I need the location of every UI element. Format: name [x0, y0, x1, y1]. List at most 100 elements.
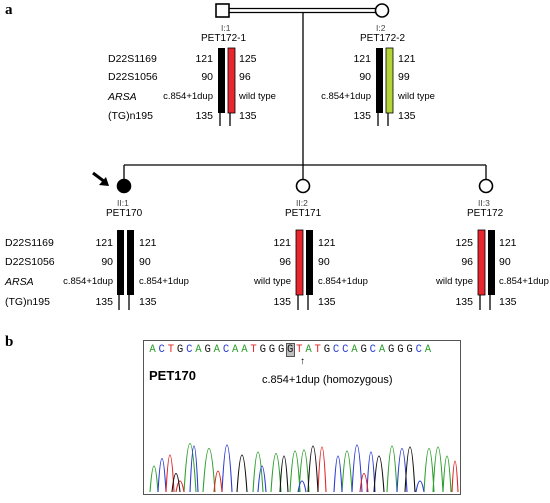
- base-call: A: [232, 344, 239, 356]
- mother-chromosome-green: [385, 47, 394, 114]
- base-call: G: [268, 344, 276, 356]
- base-call: G: [259, 344, 267, 356]
- father-right-value: 135: [239, 110, 257, 122]
- base-call: G: [323, 344, 331, 356]
- base-call: A: [424, 344, 432, 356]
- child3-left-value: wild type: [436, 276, 473, 287]
- child2-right-value: c.854+1dup: [318, 276, 368, 287]
- child3-right-value: c.854+1dup: [499, 276, 549, 287]
- child1-left-value: 135: [95, 296, 113, 308]
- base-call: A: [149, 344, 156, 356]
- mother-symbol: [374, 3, 390, 18]
- mutation-arrow-icon: ↑: [300, 356, 305, 367]
- base-call: G: [397, 344, 404, 356]
- proband-symbol: [116, 178, 132, 194]
- child3-left-value: 135: [455, 296, 473, 308]
- child1-right-value: 135: [139, 296, 157, 308]
- marker-label: ARSA: [108, 91, 137, 103]
- base-call: C: [332, 344, 340, 356]
- father-patient-id: PET172-1: [201, 33, 247, 44]
- child2-patient-id: PET171: [285, 208, 322, 219]
- child2-left-value: 135: [273, 296, 291, 308]
- mother-patient-id: PET172-2: [360, 33, 406, 44]
- child2-gen-id: II:2: [296, 198, 308, 208]
- child3-patient-id: PET172: [467, 208, 504, 219]
- father-chromosome-red: [227, 47, 236, 114]
- panel-a-label: a: [5, 2, 13, 18]
- mother-left-value: 135: [353, 110, 371, 122]
- panel-b-label: b: [5, 334, 14, 350]
- child3-haplotype: [477, 229, 495, 310]
- child1-left-value: 121: [95, 237, 113, 249]
- father-left-value: 121: [195, 53, 213, 65]
- child3-gen-id: II:3: [478, 198, 490, 208]
- base-call: G: [388, 344, 395, 356]
- chromatogram-sample-label: PET170: [149, 368, 196, 383]
- father-left-value: 90: [201, 71, 213, 83]
- marker-label: D22S1169: [5, 237, 54, 249]
- base-call: C: [186, 344, 193, 356]
- base-call: C: [369, 344, 377, 356]
- mutation-annotation: c.854+1dup (homozygous): [262, 374, 393, 386]
- father-right-value: 125: [239, 53, 257, 65]
- marker-label: (TG)n195: [5, 296, 50, 308]
- father-symbol: [215, 3, 230, 18]
- base-call: T: [314, 344, 322, 356]
- child2-right-value: 121: [318, 237, 336, 249]
- marker-label: (TG)n195: [108, 110, 153, 122]
- mother-right-value: 99: [398, 71, 410, 83]
- child2-left-value: 96: [279, 256, 291, 268]
- base-call: T: [250, 344, 257, 356]
- mother-gen-id: I:2: [376, 23, 386, 33]
- child3-right-value: 90: [499, 256, 511, 268]
- base-call: C: [415, 344, 423, 356]
- mother-right-value: 135: [398, 110, 416, 122]
- base-call: C: [342, 344, 349, 356]
- father-chromosome-black: [218, 48, 225, 113]
- child2-left-value: wild type: [254, 276, 291, 287]
- base-call: A: [351, 344, 358, 356]
- child3-left-value: 125: [455, 237, 473, 249]
- father-gen-id: I:1: [221, 23, 231, 33]
- child3-right-value: 121: [499, 237, 517, 249]
- base-call: T: [167, 344, 175, 356]
- base-call: A: [213, 344, 221, 356]
- child3-symbol: [478, 178, 494, 194]
- child1-left-value: c.854+1dup: [63, 276, 113, 287]
- marker-label: D22S1056: [5, 256, 55, 268]
- child1-haplotype: [117, 230, 134, 310]
- father-left-value: c.854+1dup: [163, 91, 213, 102]
- child2-haplotype: [295, 229, 313, 310]
- child3-right-value: 135: [499, 296, 517, 308]
- child1-patient-id: PET170: [106, 208, 143, 219]
- chromatogram-frame: [143, 340, 461, 495]
- base-call: A: [241, 344, 248, 356]
- base-call: G: [406, 344, 413, 356]
- base-call: G: [360, 344, 367, 356]
- marker-label: D22S1169: [108, 53, 157, 65]
- marker-label: D22S1056: [108, 71, 158, 83]
- mother-chromosome-black: [376, 48, 383, 113]
- child1-right-value: 90: [139, 256, 151, 268]
- mother-left-value: 121: [353, 53, 371, 65]
- mother-haplotype: [376, 47, 394, 126]
- base-call: A: [378, 344, 386, 356]
- mother-right-value: 121: [398, 53, 416, 65]
- father-right-value: wild type: [239, 91, 276, 102]
- father-right-value: 96: [239, 71, 251, 83]
- mother-right-value: wild type: [398, 91, 435, 102]
- father-left-value: 135: [195, 110, 213, 122]
- base-call: A: [195, 344, 202, 356]
- base-call: T: [296, 344, 303, 356]
- mother-left-value: 90: [359, 71, 371, 83]
- child2-left-value: 121: [273, 237, 291, 249]
- base-call: G: [277, 344, 285, 356]
- child1-right-value: c.854+1dup: [139, 276, 189, 287]
- child1-left-value: 90: [101, 256, 113, 268]
- mother-left-value: c.854+1dup: [321, 91, 371, 102]
- child2-right-value: 90: [318, 256, 330, 268]
- father-haplotype: [218, 47, 236, 126]
- base-call: G: [285, 343, 295, 357]
- child2-right-value: 135: [318, 296, 336, 308]
